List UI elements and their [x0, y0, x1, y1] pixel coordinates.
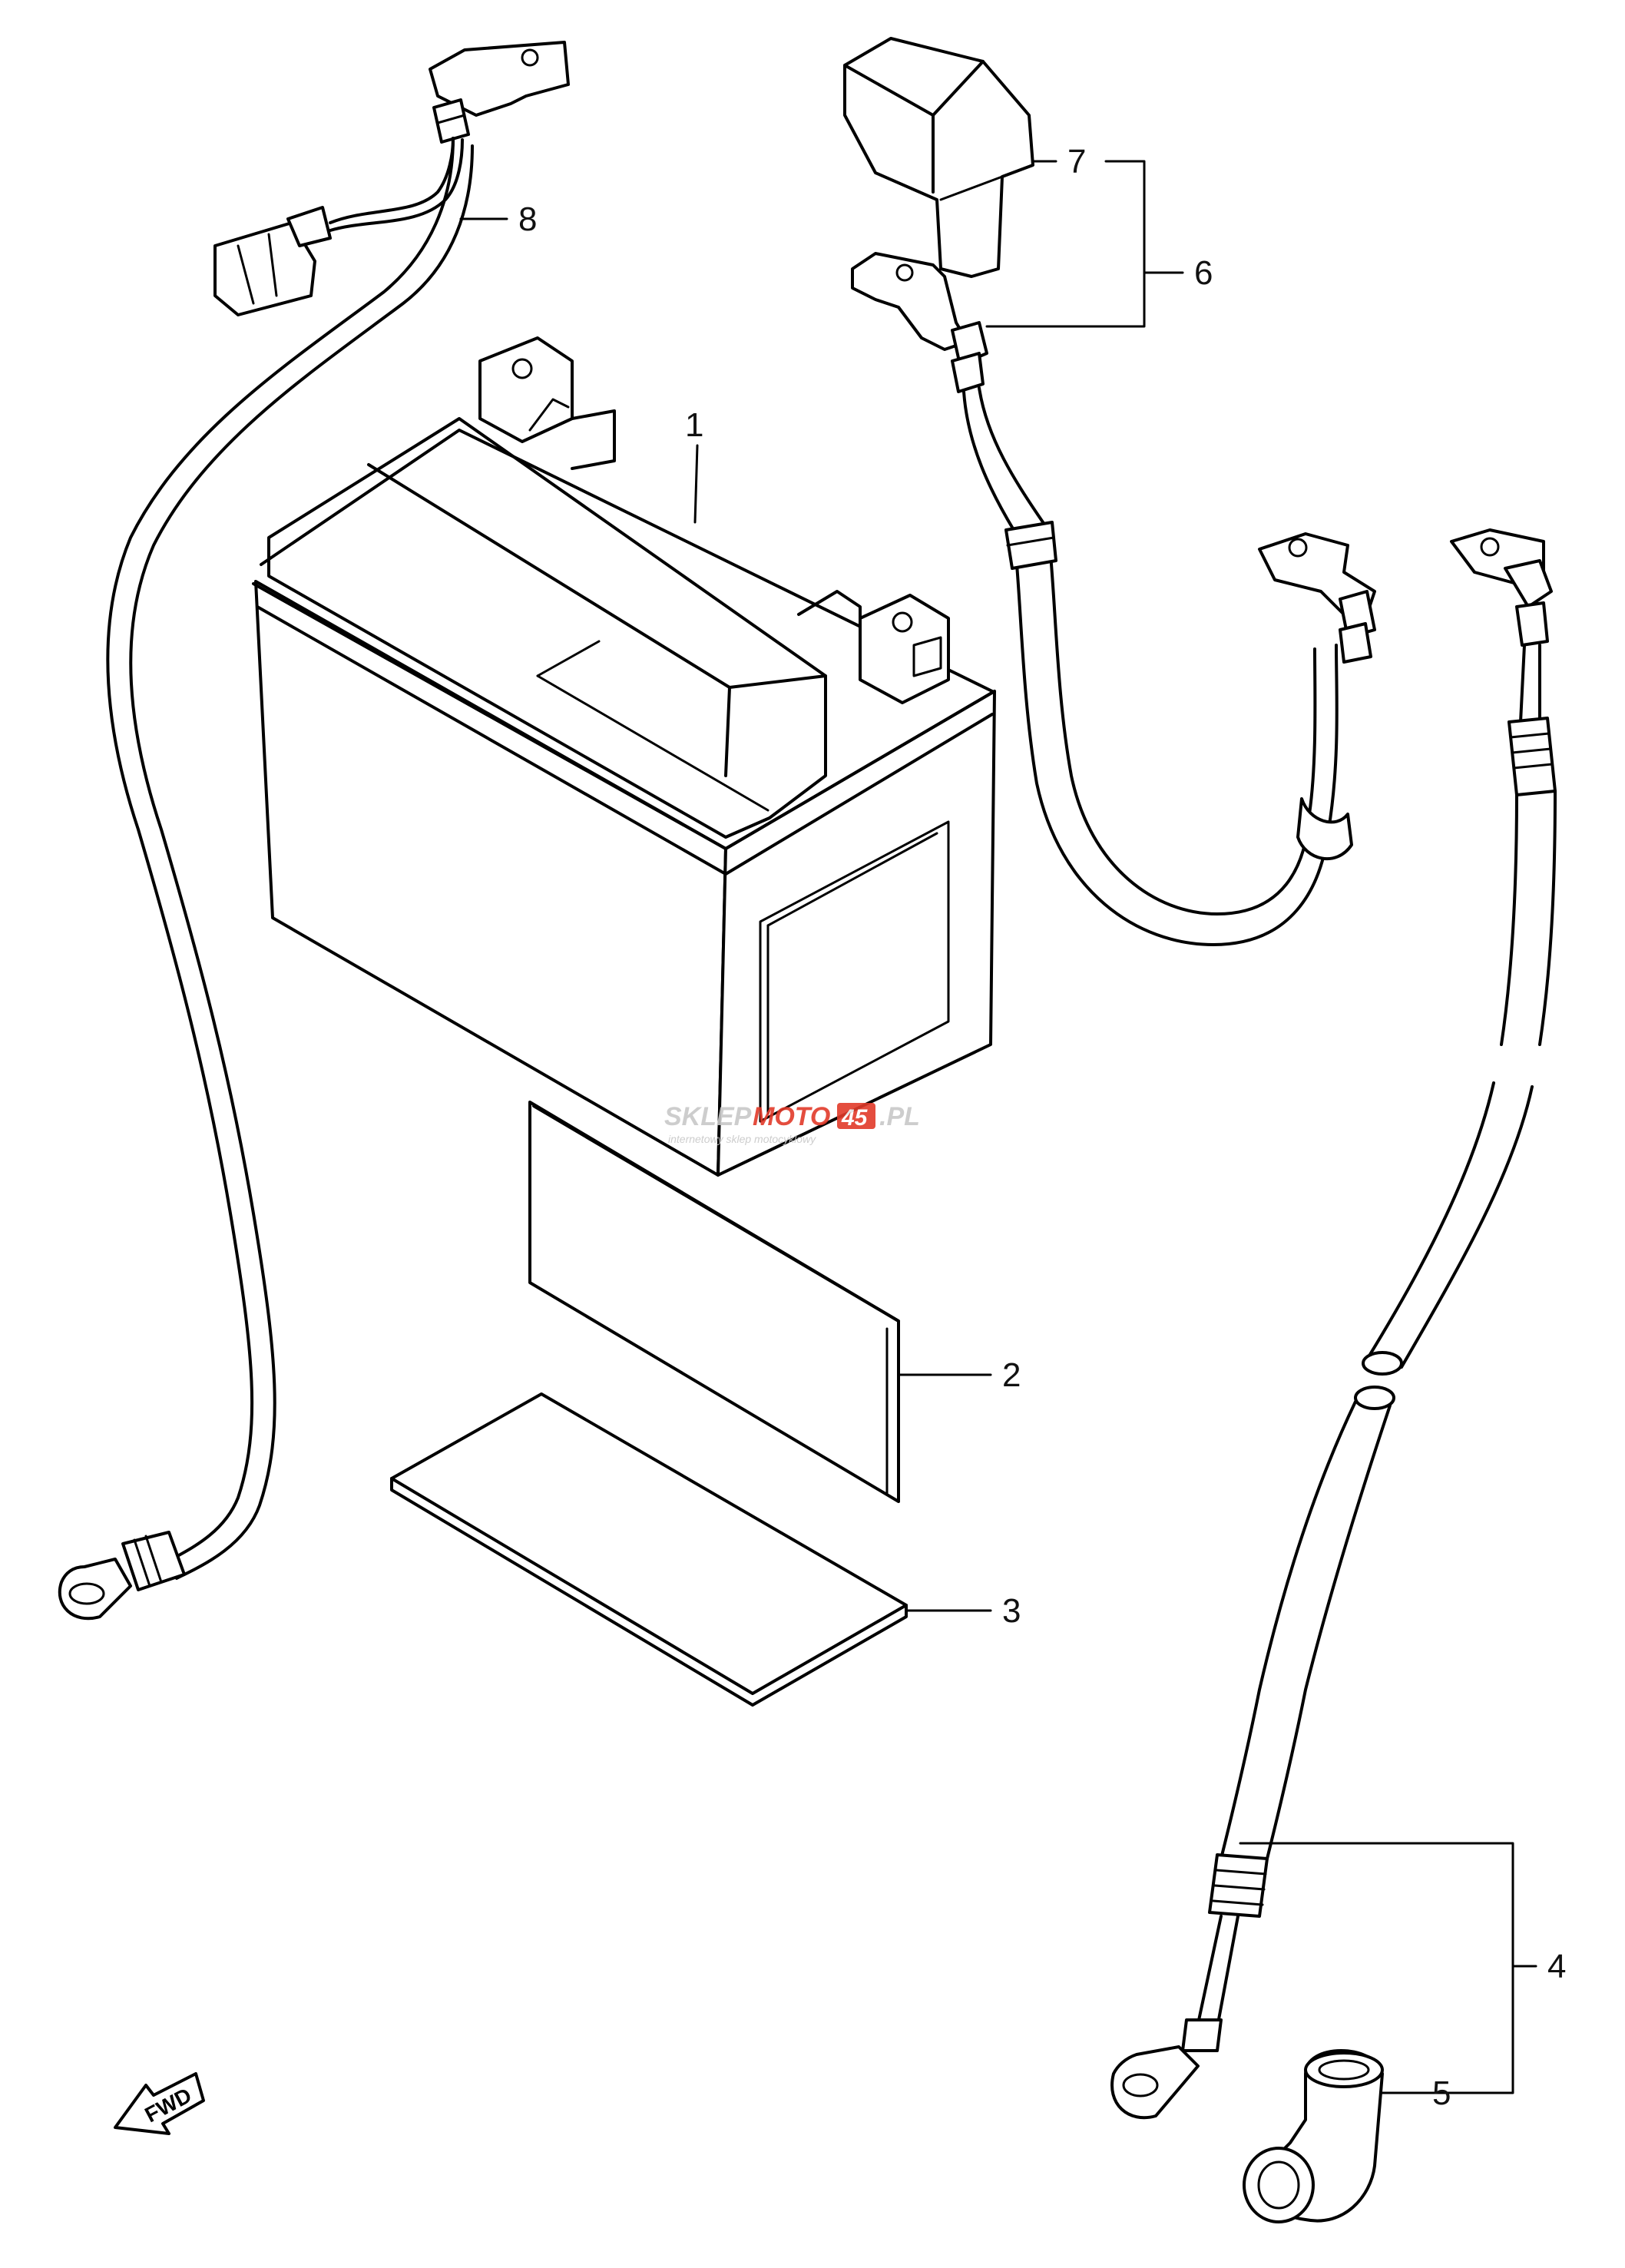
- battery-plate: [390, 1392, 908, 1707]
- battery-rear-terminal: [478, 336, 616, 470]
- long-lead-wire: [58, 41, 570, 1621]
- watermark-box: [837, 1103, 875, 1129]
- watermark-red: MOTO: [753, 1102, 830, 1131]
- coupler: [213, 206, 332, 316]
- callout-3: 3: [1002, 1592, 1021, 1630]
- main-lead-wire: [1110, 528, 1557, 2120]
- callout-2: 2: [1002, 1356, 1021, 1394]
- battery-cover-cap: [843, 37, 1034, 278]
- callout-1: 1: [685, 406, 703, 444]
- callout-6: 6: [1194, 254, 1213, 292]
- battery-pad: [528, 1101, 900, 1503]
- leader-lines: [459, 160, 1537, 2094]
- watermark: SKLEP MOTO 45 .PL internetowy sklep moto…: [664, 1102, 920, 1145]
- battery: [252, 336, 996, 1177]
- short-lead-wire: [851, 252, 1376, 946]
- callout-5: 5: [1432, 2074, 1451, 2112]
- callout-8: 8: [518, 200, 537, 238]
- battery-front-terminal: [797, 590, 950, 704]
- terminal-boot: [1243, 2049, 1384, 2223]
- callout-4: 4: [1547, 1948, 1566, 1985]
- watermark-suffix: .PL: [879, 1102, 920, 1131]
- watermark-box-text: 45: [841, 1105, 869, 1131]
- fwd-arrow-icon: FWD: [114, 2072, 205, 2135]
- callout-7: 7: [1067, 143, 1086, 180]
- watermark-gray: SKLEP: [664, 1102, 752, 1131]
- watermark-tagline: internetowy sklep motocyklowy: [668, 1133, 816, 1145]
